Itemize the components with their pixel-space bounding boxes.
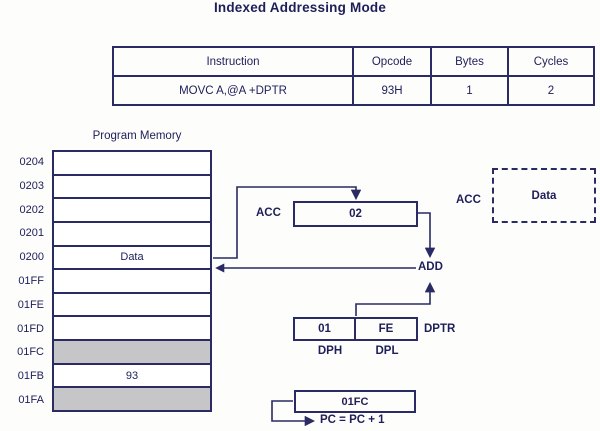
acc-register-box: 02: [293, 201, 418, 227]
acc-register-label: ACC: [256, 207, 281, 219]
instruction-table-header-row: Instruction Opcode Bytes Cycles: [112, 46, 595, 77]
program-memory-box: Data 93: [52, 150, 212, 412]
dptr-to-add-connector: [355, 281, 436, 316]
cell-opcode: 93H: [352, 75, 432, 106]
memory-cell: Data: [54, 246, 210, 271]
memory-cell: [54, 222, 210, 247]
dpl-label: DPL: [375, 345, 399, 357]
header-instruction: Instruction: [112, 46, 354, 77]
memory-address-label: 01FD: [17, 322, 44, 335]
instruction-table: Instruction Opcode Bytes Cycles MOVC A,@…: [112, 46, 595, 106]
memory-cell: [54, 175, 210, 200]
memory-cell-shaded: [54, 388, 210, 411]
dph-label: DPH: [317, 345, 343, 357]
pc-register-box: 01FC: [294, 390, 416, 413]
memory-cell-shaded: [54, 341, 210, 365]
memory-cell: [54, 152, 210, 176]
header-opcode: Opcode: [352, 46, 432, 77]
header-bytes: Bytes: [430, 46, 509, 77]
dptr-register-box: 01 FE: [293, 317, 418, 341]
memory-address-label: 01FC: [17, 346, 44, 359]
memory-address-label: 0204: [19, 155, 44, 168]
pc-increment-label: PC = PC + 1: [320, 414, 385, 426]
instruction-table-data-row: MOVC A,@A +DPTR 93H 1 2: [112, 75, 595, 106]
header-cycles: Cycles: [507, 46, 595, 77]
memory-cell: [54, 317, 210, 342]
memory-cell: [54, 293, 210, 318]
dph-value-cell: 01: [295, 319, 356, 339]
memory-address-label: 0200: [19, 251, 44, 264]
page-title: Indexed Addressing Mode: [213, 0, 387, 15]
acc-to-add-connector: [418, 212, 436, 259]
acc-result-box: Data: [492, 168, 596, 223]
acc-result-label: ACC: [456, 194, 481, 206]
memory-address-label: 0201: [19, 227, 44, 240]
memory-address-column: 0204 0203 0202 0201 0200 01FF 01FE 01FD …: [0, 150, 46, 412]
memory-address-label: 0202: [19, 203, 44, 216]
cell-cycles: 2: [507, 75, 595, 106]
memory-address-label: 0203: [19, 179, 44, 192]
dpl-value-cell: FE: [378, 323, 394, 335]
memory-cell: 93: [54, 364, 210, 389]
program-memory-title: Program Memory: [92, 130, 182, 142]
cell-instruction: MOVC A,@A +DPTR: [112, 75, 354, 106]
memory-cell: [54, 270, 210, 294]
memory-cell: [54, 199, 210, 223]
memory-address-label: 01FA: [18, 394, 44, 407]
dptr-label: DPTR: [424, 323, 456, 335]
cell-bytes: 1: [430, 75, 509, 106]
memory-address-label: 01FF: [18, 274, 44, 287]
memory-address-label: 01FE: [17, 298, 44, 311]
adder-label: ADD: [418, 261, 443, 273]
memory-address-label: 01FB: [17, 370, 44, 383]
